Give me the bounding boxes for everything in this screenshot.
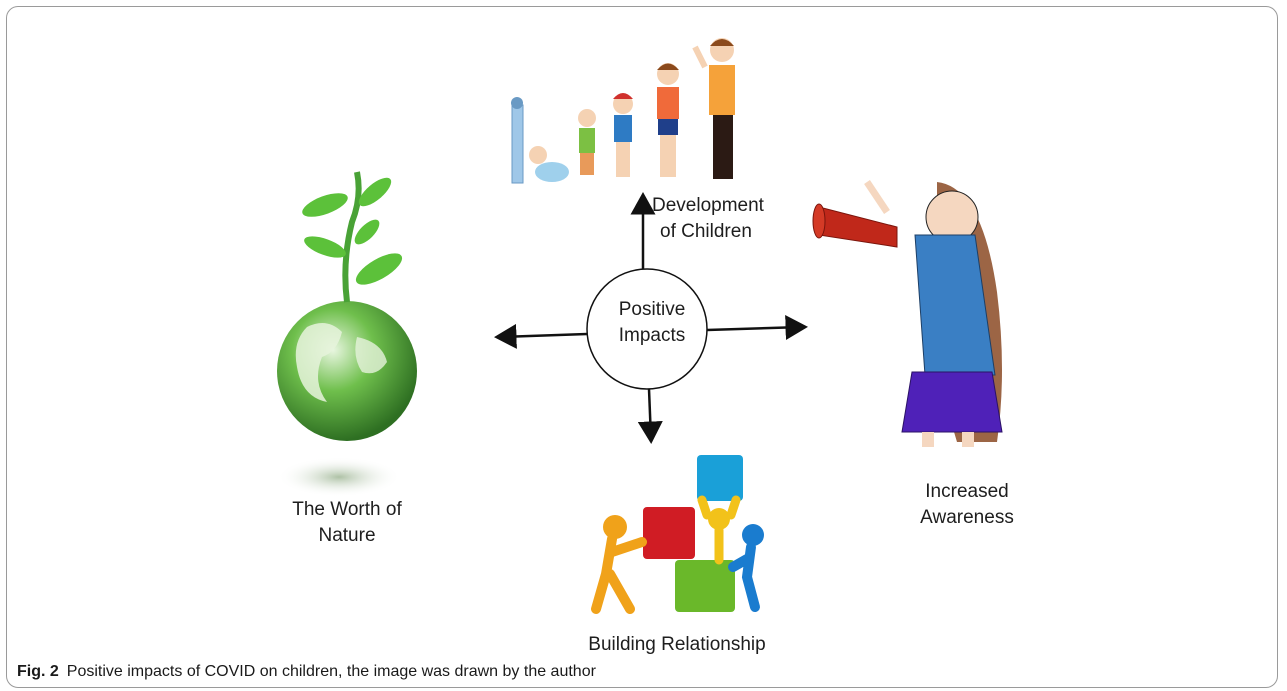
- label-development-line2: of Children: [660, 221, 752, 242]
- figure-caption: Fig. 2 Positive impacts of COVID on child…: [17, 663, 596, 681]
- label-development-of-children: Development of Children: [652, 193, 802, 245]
- label-relationship-line1: Building Relationship: [588, 634, 766, 655]
- center-label: Positive Impacts: [592, 297, 712, 349]
- label-increased-awareness: Increased Awareness: [887, 479, 1047, 531]
- megaphone-girl-illustration: [812, 180, 1003, 447]
- children-growth-illustration: [511, 38, 735, 184]
- caption-text: Positive impacts of COVID on children, t…: [66, 663, 596, 680]
- caption-label: Fig. 2: [17, 663, 59, 680]
- globe-sprout-illustration: [277, 171, 417, 497]
- arrow-right: [706, 315, 808, 341]
- label-nature-line2: Nature: [318, 525, 376, 546]
- label-awareness-line1: Increased: [925, 481, 1009, 502]
- label-worth-of-nature: The Worth of Nature: [257, 497, 437, 549]
- center-label-line1: Positive: [618, 299, 686, 320]
- center-label-line2: Impacts: [618, 325, 686, 346]
- label-development-line1: Development: [652, 195, 764, 216]
- teamwork-blocks-illustration: [591, 455, 764, 614]
- arrow-left: [494, 323, 588, 349]
- label-awareness-line2: Awareness: [920, 507, 1014, 528]
- arrow-down: [637, 388, 663, 444]
- label-building-relationship: Building Relationship: [567, 632, 787, 658]
- label-nature-line1: The Worth of: [292, 499, 402, 520]
- figure-frame: Positive Impacts Development of Children…: [6, 6, 1278, 688]
- diagram-canvas: [277, 38, 1003, 614]
